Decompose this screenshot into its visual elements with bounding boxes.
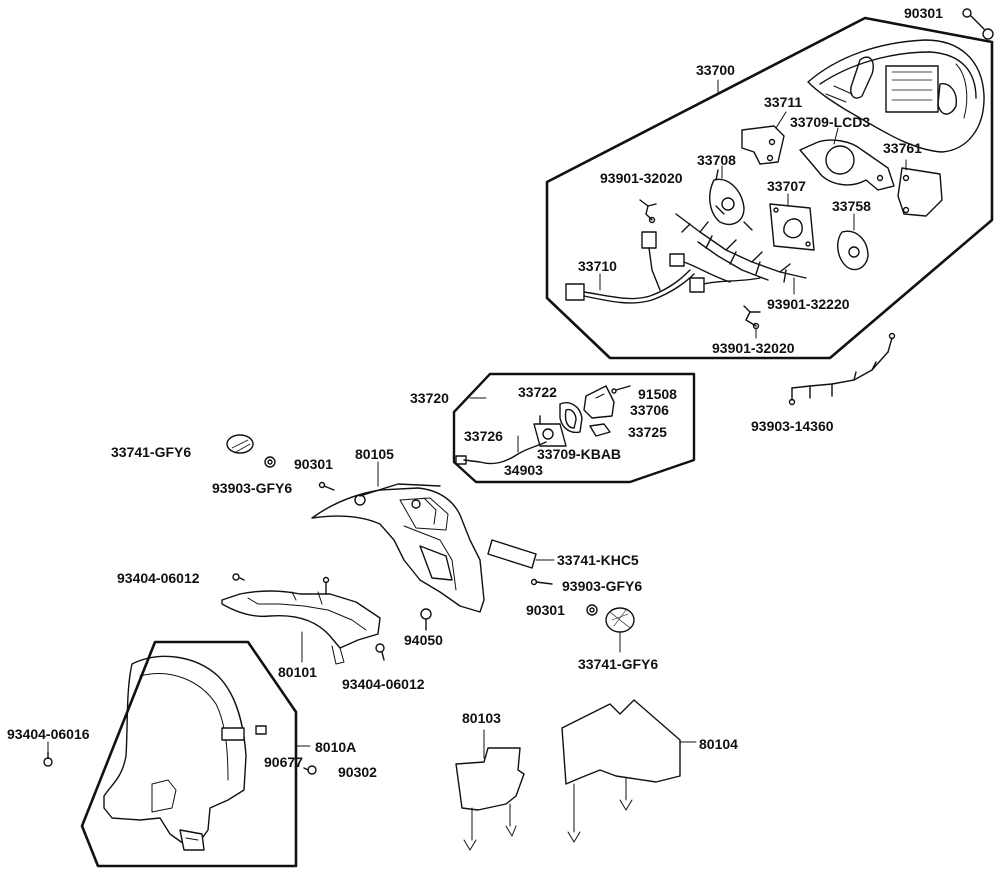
- bulbs-93903-14360: [788, 332, 896, 406]
- bulb-93901-32020-b: [743, 305, 761, 330]
- label-33726: 33726: [464, 428, 503, 444]
- label-93404-06016: 93404-06016: [7, 726, 90, 742]
- part-33725: [589, 423, 611, 437]
- label-33700: 33700: [696, 62, 735, 78]
- reflector-33741-gfy6-b: [605, 607, 635, 633]
- screw-93404-06016: [43, 751, 53, 767]
- screw-93903-gfy6-b: [530, 578, 553, 586]
- label-93404-06012-b: 93404-06012: [342, 676, 425, 692]
- part-90677: [255, 725, 267, 735]
- group-outline-33720: [452, 372, 696, 484]
- label-33707: 33707: [767, 178, 806, 194]
- label-33708: 33708: [697, 152, 736, 168]
- part-90301-top: [962, 8, 994, 40]
- sticker-80104: [561, 699, 681, 843]
- leader-33709-lcd3: [833, 127, 839, 145]
- fender-bracket-80105: [311, 483, 485, 613]
- inner-fender-80101: [221, 576, 381, 665]
- sticker-80103: [455, 747, 525, 851]
- label-80104: 80104: [699, 736, 738, 752]
- label-33741-gfy6-a: 33741-GFY6: [111, 444, 192, 460]
- leader-33711: [775, 111, 787, 129]
- plate-33707: [769, 203, 815, 251]
- label-91508: 91508: [638, 386, 677, 402]
- bulbs-93901-32220: [675, 205, 807, 283]
- mudguard-8010a: [103, 655, 247, 851]
- label-90301-mid: 90301: [294, 456, 333, 472]
- label-93901-32020-b: 93901-32020: [712, 340, 795, 356]
- label-33709-lcd3: 33709-LCD3: [790, 114, 871, 130]
- bracket-33709-lcd3: [799, 139, 895, 191]
- label-90301-low: 90301: [526, 602, 565, 618]
- group-outline-8010a: [80, 640, 298, 868]
- screw-93404-06012-b: [375, 643, 385, 661]
- bulb-93901-32020-a: [639, 199, 657, 224]
- label-33741-gfy6-b: 33741-GFY6: [578, 656, 659, 672]
- label-80101: 80101: [278, 664, 317, 680]
- nut-90301-low: [586, 604, 598, 616]
- reflector-33741-gfy6-a: [226, 434, 254, 454]
- label-34903: 34903: [504, 462, 543, 478]
- label-80103: 80103: [462, 710, 501, 726]
- screw-93404-06012-a: [232, 573, 245, 581]
- label-33758: 33758: [832, 198, 871, 214]
- label-33725: 33725: [628, 424, 667, 440]
- label-93903-gfy6-b: 93903-GFY6: [562, 578, 643, 594]
- part-91508: [611, 385, 631, 394]
- harness-33710: [565, 231, 761, 304]
- label-33722: 33722: [518, 384, 557, 400]
- label-33711: 33711: [764, 94, 803, 110]
- label-33710: 33710: [578, 258, 617, 274]
- label-90677: 90677: [264, 754, 303, 770]
- label-94050: 94050: [404, 632, 443, 648]
- label-93903-gfy6-a: 93903-GFY6: [212, 480, 293, 496]
- part-33709-kbab: [559, 402, 583, 434]
- label-33761: 33761: [883, 140, 922, 156]
- label-33720: 33720: [410, 390, 449, 406]
- nut-90301-mid: [264, 456, 276, 468]
- label-33741-khc5: 33741-KHC5: [557, 552, 639, 568]
- label-33706: 33706: [630, 402, 669, 418]
- nut-94050: [420, 608, 432, 631]
- label-90301-top: 90301: [904, 5, 943, 21]
- label-90302: 90302: [338, 764, 377, 780]
- label-33709-kbab: 33709-KBAB: [537, 446, 622, 462]
- bracket-33761: [897, 167, 943, 217]
- label-93404-06012-a: 93404-06012: [117, 570, 200, 586]
- headlight-housing: [807, 39, 985, 153]
- bracket-33711: [741, 125, 785, 165]
- screw-93903-gfy6-a: [318, 481, 335, 491]
- plate-33741-khc5: [487, 539, 537, 569]
- socket-33758: [837, 230, 869, 271]
- socket-33708: [709, 169, 745, 226]
- label-93901-32020-a: 93901-32020: [600, 170, 683, 186]
- label-80105: 80105: [355, 446, 394, 462]
- label-93903-14360: 93903-14360: [751, 418, 834, 434]
- part-33706: [583, 385, 615, 419]
- nut-90302: [303, 765, 317, 775]
- part-34903: [455, 441, 547, 465]
- group-outline-33700: [545, 16, 994, 360]
- label-93901-32220: 93901-32220: [767, 296, 850, 312]
- label-8010a: 8010A: [315, 739, 357, 755]
- part-33722: [533, 415, 567, 447]
